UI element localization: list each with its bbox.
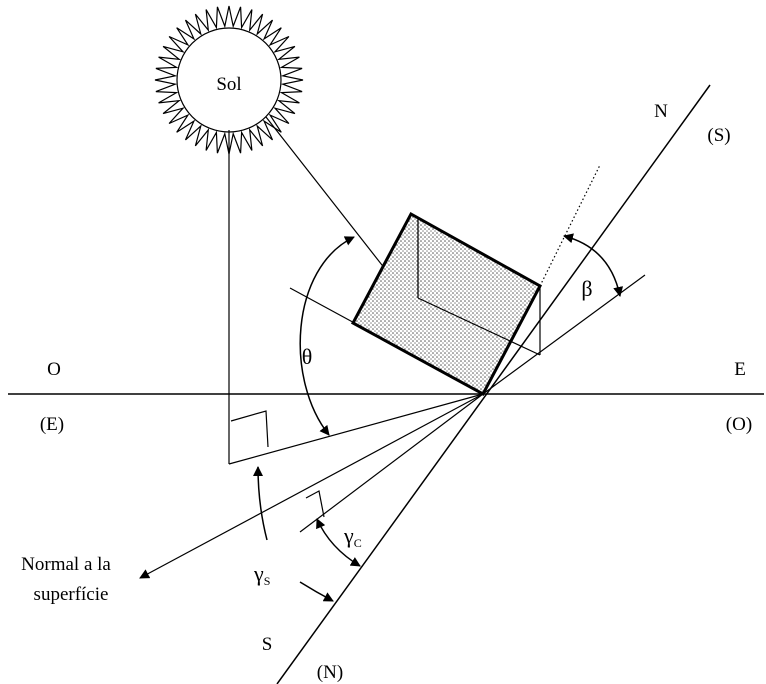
gamma-s-arc-left	[253, 466, 268, 541]
north-south-line	[276, 84, 711, 684]
label-south: S	[262, 634, 273, 655]
gamma-c-symbol: γ	[343, 523, 354, 548]
label-east: E	[734, 359, 746, 380]
gamma-c-arc	[316, 518, 361, 567]
label-north: N	[654, 101, 668, 122]
label-west: O	[47, 359, 61, 380]
label-west-alt: (E)	[40, 414, 64, 435]
sun-ground-projection	[228, 393, 484, 465]
theta-label: θ	[302, 344, 313, 369]
gamma-s-label: γS	[253, 561, 270, 588]
label-north-alt: (S)	[707, 125, 730, 146]
sun: Sol	[154, 5, 304, 155]
gamma-c-subscript: C	[354, 536, 362, 550]
collector-panel	[350, 211, 543, 397]
sun-label: Sol	[216, 74, 241, 95]
right-angle-mark-normal	[305, 490, 325, 518]
sun-rays	[154, 5, 304, 155]
surface-normal-projection	[139, 393, 484, 579]
gamma-c-label: γC	[343, 523, 362, 550]
collector-plane-line-left	[289, 287, 361, 327]
gamma-s-symbol: γ	[253, 561, 264, 586]
gamma-s-subscript: S	[264, 574, 271, 588]
normal-label-line2: superfície	[34, 584, 109, 605]
beta-arc	[563, 233, 624, 297]
collector-normal-dotted	[539, 164, 601, 287]
label-south-alt: (N)	[317, 662, 343, 683]
label-east-alt: (O)	[726, 414, 752, 435]
ray-line-short	[299, 393, 484, 533]
sun-ray-outline	[154, 5, 304, 155]
collector-inner-diagonal	[417, 297, 541, 356]
normal-label-line1: Normal a la	[21, 554, 111, 575]
gamma-s-arc-right	[299, 581, 334, 602]
beta-label: β	[581, 276, 592, 301]
theta-arc	[299, 236, 355, 436]
tilted-collector	[350, 211, 543, 397]
right-angle-mark-sun	[230, 410, 269, 448]
